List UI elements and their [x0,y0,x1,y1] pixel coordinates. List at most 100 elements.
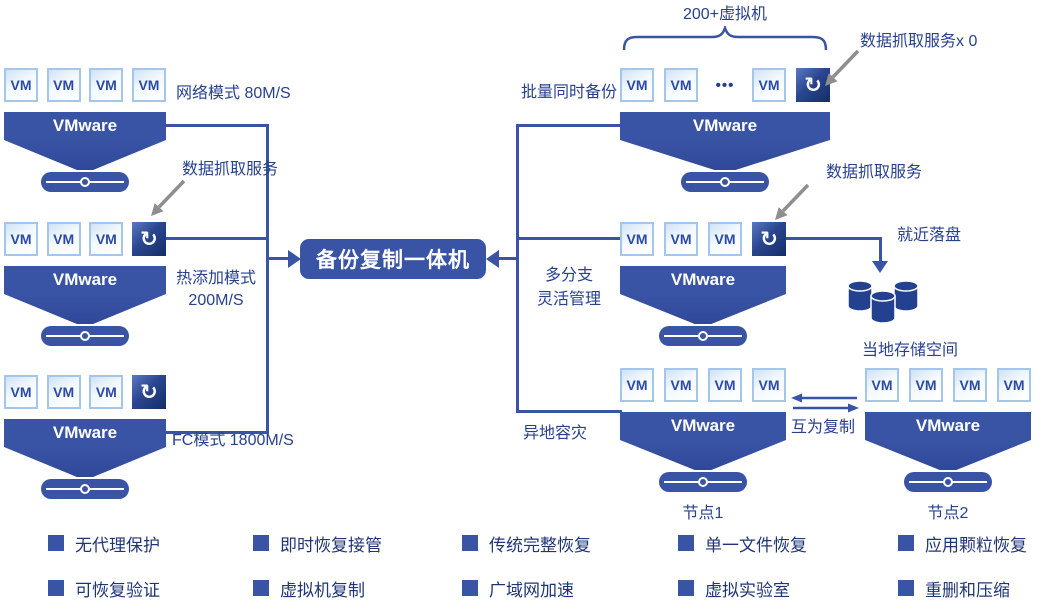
legend-square-icon [898,535,914,551]
label-node1: 节点1 [682,505,724,522]
vmware-bar: VMware [865,412,1031,440]
vmware-bar: VMware [620,412,786,440]
vm-row: VM VM VM VM [620,368,786,402]
funnel-shape [4,447,166,477]
connector-right-bottom [516,410,622,413]
legend-square-icon [462,580,478,596]
legend-square-icon [48,535,64,551]
arrow-line-into-node-right [494,257,518,260]
label-batch-backup: 批量同时备份 [521,84,618,101]
label-multi-branch: 多分支 灵活管理 [524,264,614,312]
brace-icon [622,26,828,50]
sync-icon: ↻ [140,227,158,251]
connector-left-top [166,124,269,127]
sync-icon: ↻ [140,380,158,404]
legend-label: 应用颗粒恢复 [925,535,1027,555]
vm-box: VM [4,68,38,102]
label-data-capture-right-mid: 数据抓取服务 [826,164,923,181]
arrow-down-left-icon [151,179,186,216]
capture-agent-box: ↻ [752,222,786,256]
label-hotadd-line1: 热添加模式 [175,270,256,287]
vm-box: VM [708,368,742,402]
legend-item-wan-acceleration: 广域网加速 [462,579,574,600]
cluster-multi-branch: VM VM VM ↻ VMware [620,222,786,346]
vm-row: VM VM VM VM [4,68,166,102]
cluster-node1: VM VM VM VM VMware [620,368,786,492]
vm-row: VM VM ••• VM ↻ [620,68,830,102]
vm-box: VM [620,368,654,402]
connector-pill [41,479,129,499]
legend-item-granular-recovery: 应用颗粒恢复 [898,534,1027,555]
label-local-storage: 当地存储空间 [862,342,959,359]
connector-right-top [516,124,622,127]
vm-box: VM [664,222,698,256]
arrowhead-into-node-right-icon [486,250,499,268]
arrow-line-into-node-left [266,257,290,260]
vm-box: VM [752,368,786,402]
funnel-shape [4,294,166,324]
pill-ring-icon [80,331,90,341]
cluster-fc-mode: VM VM VM ↻ VMware [4,375,166,499]
cluster-batch-backup: VM VM ••• VM ↻ VMware [620,68,830,192]
legend-label: 即时恢复接管 [280,535,382,555]
vm-box: VM [620,222,654,256]
label-hotadd-line2: 200M/S [188,291,244,309]
legend-square-icon [898,580,914,596]
cluster-hotadd-mode: VM VM VM ↻ VMware [4,222,166,346]
label-nearby-disk: 就近落盘 [897,227,962,244]
swap-arrows-icon [791,393,859,413]
legend-label: 传统完整恢复 [489,535,591,555]
ellipsis-icon: ••• [715,76,735,94]
legend-square-icon [678,580,694,596]
vm-box: VM [89,375,124,409]
connector-to-storage-h [786,237,882,240]
vm-box: VM [953,368,987,402]
vm-box: VM [46,375,81,409]
connector-pill [41,172,129,192]
legend-item-full-recovery: 传统完整恢复 [462,534,591,555]
funnel-shape [4,140,166,170]
pill-ring-icon [698,331,708,341]
legend-label: 广域网加速 [489,580,574,600]
label-mutual-replication: 互为复制 [791,419,856,436]
vmware-bar: VMware [4,266,166,294]
vm-box: VM [752,68,786,102]
legend-label: 无代理保护 [75,535,160,555]
capture-agent-box: ↻ [131,222,166,256]
vm-box: VM [664,68,698,102]
legend-square-icon [48,580,64,596]
vm-row: VM VM VM ↻ [4,222,166,256]
vm-box: VM [708,222,742,256]
label-remote-dr: 异地容灾 [523,425,588,442]
cluster-node2: VM VM VM VM VMware [865,368,1031,492]
connector-left-mid [166,237,269,240]
vm-row: VM VM VM ↻ [4,375,166,409]
vm-box: VM [997,368,1031,402]
vmware-bar: VMware [620,112,830,140]
connector-pill [659,326,747,346]
vm-box: VM [865,368,899,402]
vm-row: VM VM VM ↻ [620,222,786,256]
sync-icon: ↻ [804,73,822,97]
vm-box: VM [131,68,166,102]
funnel-shape [620,440,786,470]
legend-square-icon [253,535,269,551]
capture-agent-box: ↻ [131,375,166,409]
connector-pill [904,472,992,492]
label-vm-count: 200+虚拟机 [682,6,768,23]
legend-item-vm-replication: 虚拟机复制 [253,579,365,600]
connector-to-storage-v [879,237,882,263]
legend-square-icon [253,580,269,596]
label-hotadd-mode: 热添加模式 200M/S [168,268,264,311]
vm-box: VM [620,68,654,102]
legend-label: 单一文件恢复 [705,535,807,555]
label-data-capture-right-top: 数据抓取服务x 0 [860,33,978,50]
vm-row: VM VM VM VM [865,368,1031,402]
arrowhead-into-node-left-icon [288,250,301,268]
label-multi-branch-line1: 多分支 [544,267,593,284]
pill-ring-icon [80,177,90,187]
legend-label: 虚拟实验室 [705,580,790,600]
connector-pill [41,326,129,346]
arrowhead-storage-icon [872,261,888,273]
